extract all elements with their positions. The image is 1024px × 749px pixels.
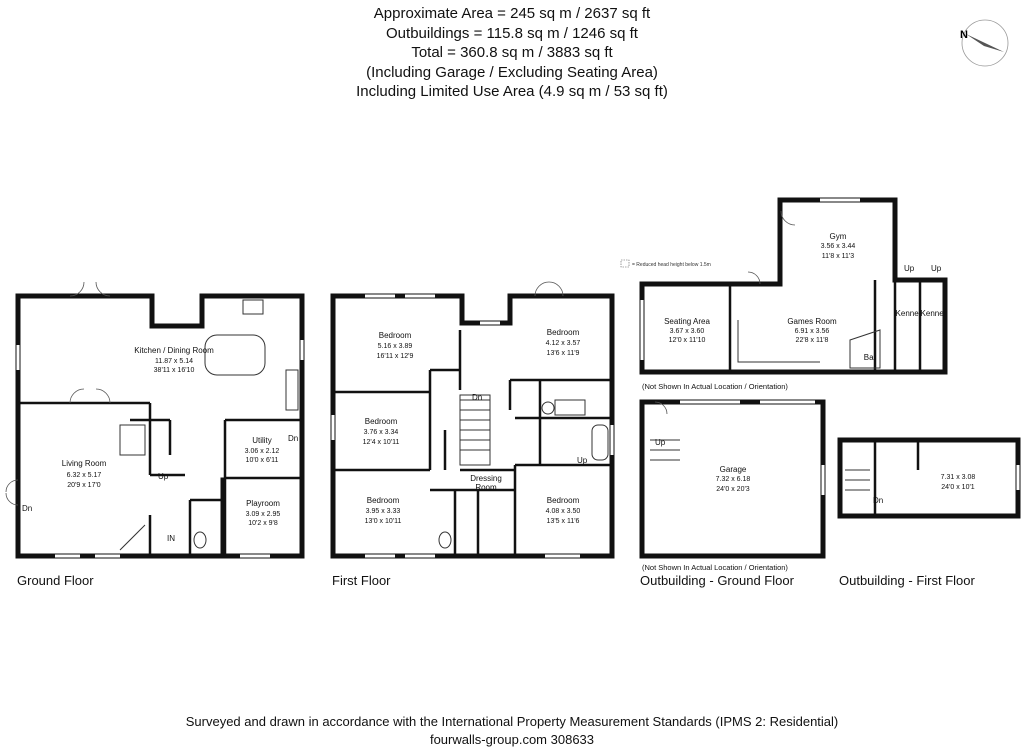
compass-icon: N bbox=[960, 19, 1009, 67]
room-dressing-name: Dressing bbox=[470, 474, 502, 483]
games-not-shown-note: (Not Shown In Actual Location / Orientat… bbox=[642, 382, 788, 391]
room-gym-metric: 3.56 x 3.44 bbox=[821, 243, 856, 250]
limited-use-area-line: Including Limited Use Area (4.9 sq m / 5… bbox=[356, 83, 668, 100]
room-bedroom-4-name: Bedroom bbox=[547, 328, 580, 337]
room-utility-metric: 3.06 x 2.12 bbox=[245, 448, 280, 455]
room-gym-name: Gym bbox=[830, 232, 847, 241]
room-garage-imperial: 24'0 x 20'3 bbox=[716, 486, 750, 493]
room-bedroom-1-metric: 5.16 x 3.89 bbox=[378, 343, 413, 350]
room-garage-metric: 7.32 x 6.18 bbox=[716, 476, 751, 483]
room-utility-imperial: 10'0 x 6'11 bbox=[246, 457, 279, 464]
ground-utility-dn-label: Dn bbox=[288, 434, 298, 443]
room-utility-name: Utility bbox=[252, 436, 272, 445]
room-bedroom-4-metric: 4.12 x 3.57 bbox=[546, 340, 581, 347]
outbuilding-ground-walls bbox=[639, 197, 948, 559]
reduced-head-height-legend: = Reduced head height below 1.5m bbox=[632, 262, 711, 268]
room-seating-metric: 3.67 x 3.60 bbox=[670, 328, 705, 335]
survey-reference: fourwalls-group.com 308633 bbox=[429, 732, 595, 747]
room-bedroom-3-imperial: 13'0 x 10'11 bbox=[365, 518, 402, 525]
reduced-head-height-legend-swatch bbox=[620, 259, 630, 268]
room-seating-name: Seating Area bbox=[664, 317, 710, 326]
outbuilding-first-dn-label: Dn bbox=[873, 496, 883, 505]
first-stairs-dn-label: Dn bbox=[472, 393, 482, 402]
ground-stairs-up-label: Up bbox=[158, 472, 169, 481]
room-bedroom-5-name: Bedroom bbox=[547, 496, 580, 505]
room-dressing-name-line2: Room bbox=[475, 483, 497, 492]
bath-tub bbox=[591, 424, 609, 461]
room-playroom-metric: 3.09 x 2.95 bbox=[246, 511, 281, 518]
room-kitchen-imperial: 38'11 x 16'10 bbox=[154, 367, 195, 374]
room-bedroom-2-name: Bedroom bbox=[365, 417, 398, 426]
compass-north-label: N bbox=[960, 29, 968, 41]
room-kennel-2-name: Kennel bbox=[921, 309, 946, 318]
inclusion-note-line: (Including Garage / Excluding Seating Ar… bbox=[366, 63, 658, 81]
room-games-name: Games Room bbox=[787, 317, 837, 326]
room-playroom-name: Playroom bbox=[246, 499, 280, 508]
outbuilding-ground-floor-label: Outbuilding - Ground Floor bbox=[640, 573, 794, 588]
kennel-2-up-label: Up bbox=[931, 264, 942, 273]
room-kitchen-metric: 11.87 x 5.14 bbox=[155, 358, 193, 365]
room-bedroom-1-name: Bedroom bbox=[379, 331, 412, 340]
room-playroom-imperial: 10'2 x 9'8 bbox=[248, 520, 278, 527]
outbuilding-first-floor-label: Outbuilding - First Floor bbox=[839, 573, 975, 588]
garage-stairs-up-label: Up bbox=[655, 438, 666, 447]
first-floor-label: First Floor bbox=[332, 573, 391, 588]
room-games-imperial: 22'8 x 11'8 bbox=[796, 337, 829, 344]
total-area-line: Total = 360.8 sq m / 3883 sq ft bbox=[411, 44, 613, 61]
survey-footer: Surveyed and drawn in accordance with th… bbox=[0, 713, 1024, 749]
first-up-label: Up bbox=[577, 456, 588, 465]
room-loft-imperial: 24'0 x 10'1 bbox=[941, 484, 975, 491]
room-bedroom-4-imperial: 13'6 x 11'9 bbox=[547, 350, 580, 357]
room-bedroom-3-name: Bedroom bbox=[367, 496, 400, 505]
room-games-metric: 6.91 x 3.56 bbox=[795, 328, 830, 335]
kennel-1-up-label: Up bbox=[904, 264, 915, 273]
survey-standard-note: Surveyed and drawn in accordance with th… bbox=[185, 714, 839, 729]
approximate-area-line: Approximate Area = 245 sq m / 2637 sq ft bbox=[373, 5, 651, 22]
room-living-name: Living Room bbox=[62, 459, 107, 468]
room-garage-name: Garage bbox=[720, 465, 747, 474]
room-kitchen-name: Kitchen / Dining Room bbox=[134, 346, 214, 355]
room-living-imperial: 20'9 x 17'0 bbox=[67, 482, 101, 489]
room-bedroom-5-imperial: 13'5 x 11'6 bbox=[547, 518, 580, 525]
room-living-metric: 6.32 x 5.17 bbox=[67, 472, 102, 479]
kitchen-island bbox=[204, 334, 266, 376]
area-summary: Approximate Area = 245 sq m / 2637 sq ft… bbox=[0, 4, 1024, 102]
room-loft-metric: 7.31 x 3.08 bbox=[941, 474, 976, 481]
room-bedroom-1-imperial: 16'11 x 12'9 bbox=[377, 353, 414, 360]
outbuildings-area-line: Outbuildings = 115.8 sq m / 1246 sq ft bbox=[386, 24, 638, 42]
outbuilding-first-walls bbox=[837, 437, 1021, 519]
garage-not-shown-note: (Not Shown In Actual Location / Orientat… bbox=[642, 563, 788, 572]
room-kennel-1-name: Kennel bbox=[896, 309, 921, 318]
ground-living-dn-label: Dn bbox=[22, 504, 32, 513]
ground-floor-label: Ground Floor bbox=[17, 573, 94, 588]
room-bedroom-2-imperial: 12'4 x 10'11 bbox=[363, 439, 400, 446]
room-gym-imperial: 11'8 x 11'3 bbox=[822, 253, 854, 260]
room-bedroom-3-metric: 3.95 x 3.33 bbox=[366, 508, 401, 515]
room-bar-name: Bar bbox=[864, 353, 877, 362]
room-bedroom-2-metric: 3.76 x 3.34 bbox=[364, 429, 399, 436]
room-seating-imperial: 12'0 x 11'10 bbox=[669, 337, 706, 344]
staircase bbox=[459, 394, 491, 466]
entrance-in-label: IN bbox=[167, 534, 175, 543]
room-bedroom-5-metric: 4.08 x 3.50 bbox=[546, 508, 581, 515]
